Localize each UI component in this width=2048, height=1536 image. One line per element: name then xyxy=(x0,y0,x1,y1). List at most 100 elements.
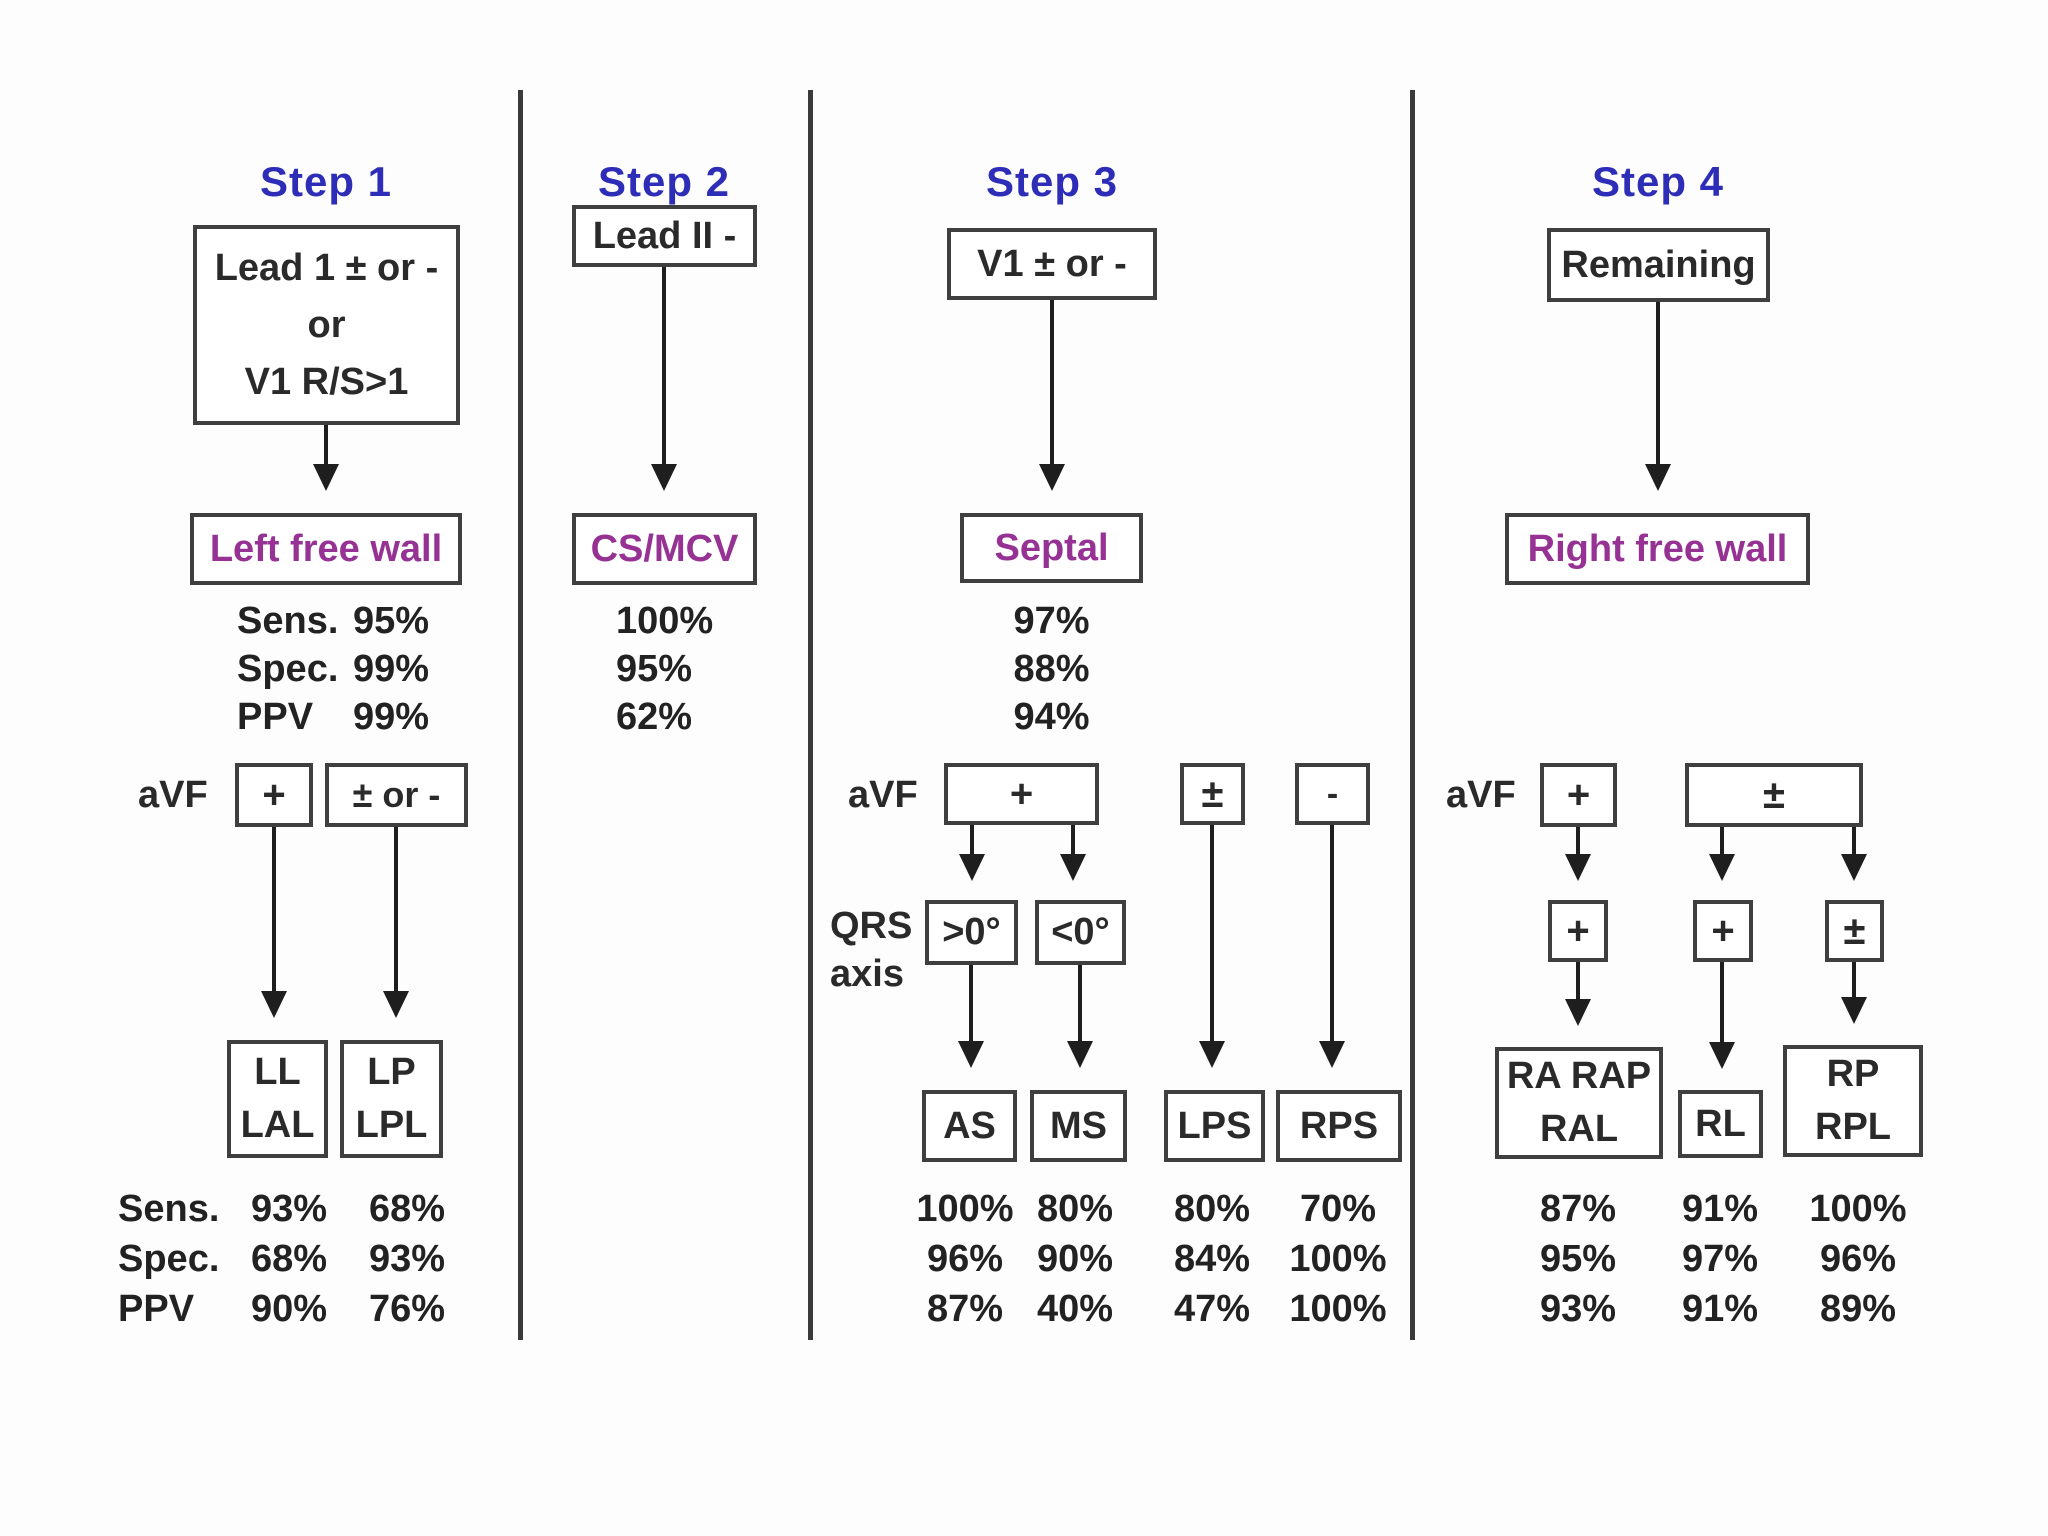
step2-region-box: CS/MCV xyxy=(572,513,757,585)
step1-outcome-box-ll-lal: LL LAL xyxy=(227,1040,328,1158)
arrow xyxy=(394,827,398,1006)
stat-value: 91% xyxy=(1681,1188,1759,1230)
stat-label: Sens. xyxy=(237,600,339,642)
stat-label: Sens. xyxy=(118,1188,220,1230)
step3-avf-label: aVF xyxy=(848,774,918,816)
step3-outcome-stats-lps: 80% 84% 47% xyxy=(1147,1188,1277,1338)
stat-value: 95% xyxy=(616,648,693,690)
step2-header: Step 2 xyxy=(597,158,731,205)
step4-criteria-box: Remaining xyxy=(1547,228,1770,302)
arrow xyxy=(1071,825,1075,869)
stat-value: 70% xyxy=(1299,1188,1377,1230)
stat-row: 95% xyxy=(616,648,713,696)
stat-value: 87% xyxy=(926,1288,1004,1330)
stat-value: 100% xyxy=(616,600,714,642)
stat-value: 47% xyxy=(1173,1288,1251,1330)
stat-value: 100% xyxy=(916,1188,1014,1230)
step3-outcome-box-lps: LPS xyxy=(1164,1090,1265,1162)
step3-region-box: Septal xyxy=(960,513,1143,583)
step3-outcome-stats-as: 100% 96% 87% xyxy=(900,1188,1030,1338)
stat-value: 95% xyxy=(353,600,430,642)
stat-value: 96% xyxy=(926,1238,1004,1280)
step1-avf-plus-box: + xyxy=(235,763,313,827)
step1-criteria-box: Lead 1 ± or - or V1 R/S>1 xyxy=(193,225,460,425)
stat-value: 90% xyxy=(1036,1238,1114,1280)
step3-header: Step 3 xyxy=(985,158,1119,205)
step3-outcome-box-ms: MS xyxy=(1030,1090,1127,1162)
step1-avf-label: aVF xyxy=(138,774,208,816)
stat-value: 62% xyxy=(616,696,693,738)
stat-row: 88% xyxy=(960,648,1143,696)
arrow xyxy=(1330,825,1334,1056)
stat-value: 76% xyxy=(368,1288,446,1330)
stat-value: 88% xyxy=(1013,648,1090,690)
step3-outcome-box-as: AS xyxy=(922,1090,1017,1162)
step3-qrs-axis-label: QRS axis xyxy=(830,905,913,995)
arrow xyxy=(1720,962,1724,1057)
stat-value: 96% xyxy=(1819,1238,1897,1280)
stat-value: 94% xyxy=(1013,696,1090,738)
step1-outcome-stats: Sens. 93% 68% Spec. 68% 93% PPV 90% 76% xyxy=(118,1188,466,1338)
step3-outcome-stats-ms: 80% 90% 40% xyxy=(1010,1188,1140,1338)
step3-outcome-stats-rps: 70% 100% 100% xyxy=(1268,1188,1408,1338)
stat-value: 99% xyxy=(353,648,430,690)
stat-value: 100% xyxy=(1289,1288,1387,1330)
arrow xyxy=(969,965,973,1056)
stat-value: 93% xyxy=(250,1188,328,1230)
arrow xyxy=(1576,962,1580,1014)
step4-mid-plus-box-2: + xyxy=(1693,900,1753,962)
arrow xyxy=(1656,302,1660,479)
arrow xyxy=(970,825,974,869)
stat-value: 91% xyxy=(1681,1288,1759,1330)
step3-qrs-pos-box: >0° xyxy=(925,900,1018,965)
step4-outcome-stats-rp: 100% 96% 89% xyxy=(1788,1188,1928,1338)
step3-avf-pm-box: ± xyxy=(1180,763,1245,825)
stat-label: PPV xyxy=(118,1288,195,1330)
stat-value: 84% xyxy=(1173,1238,1251,1280)
stat-row: Spec. 68% 93% xyxy=(118,1238,466,1288)
step3-outcome-box-rps: RPS xyxy=(1276,1090,1402,1162)
step1-outcome-box-lp-lpl: LP LPL xyxy=(340,1040,443,1158)
stat-value: 97% xyxy=(1681,1238,1759,1280)
step4-outcome-box-ra-rap-ral: RA RAP RAL xyxy=(1495,1047,1663,1159)
step4-avf-pm-box: ± xyxy=(1685,763,1863,827)
column-divider-1 xyxy=(518,90,523,1340)
step3-avf-plus-box: + xyxy=(944,763,1099,825)
arrow xyxy=(324,425,328,479)
stat-value: 100% xyxy=(1289,1238,1387,1280)
stat-value: 40% xyxy=(1036,1288,1114,1330)
stat-row: 97% xyxy=(960,600,1143,648)
stat-value: 97% xyxy=(1013,600,1090,642)
step1-region-box: Left free wall xyxy=(190,513,462,585)
stat-label: Spec. xyxy=(237,648,339,690)
stat-row: 94% xyxy=(960,696,1143,744)
stat-row: PPV 90% 76% xyxy=(118,1288,466,1338)
stat-value: 89% xyxy=(1819,1288,1897,1330)
stat-value: 95% xyxy=(1539,1238,1617,1280)
step4-mid-plus-box-1: + xyxy=(1548,900,1608,962)
stat-row: Spec. 99% xyxy=(237,648,429,696)
stat-value: 100% xyxy=(1809,1188,1907,1230)
stat-row: Sens. 93% 68% xyxy=(118,1188,466,1238)
step4-mid-pm-box: ± xyxy=(1825,900,1884,962)
step3-region-stats: 97% 88% 94% xyxy=(960,600,1143,744)
step3-criteria-box: V1 ± or - xyxy=(947,228,1157,300)
step1-avf-pm-box: ± or - xyxy=(325,763,468,827)
step4-avf-plus-box: + xyxy=(1540,763,1617,827)
arrow xyxy=(662,267,666,479)
arrow xyxy=(1576,827,1580,869)
arrow xyxy=(1050,300,1054,479)
stat-value: 90% xyxy=(250,1288,328,1330)
step4-region-box: Right free wall xyxy=(1505,513,1810,585)
arrow xyxy=(1210,825,1214,1056)
step4-outcome-box-rl: RL xyxy=(1678,1090,1763,1158)
stat-value: 68% xyxy=(368,1188,446,1230)
stat-value: 93% xyxy=(368,1238,446,1280)
arrow xyxy=(1720,827,1724,869)
step4-outcome-stats-rl: 91% 97% 91% xyxy=(1650,1188,1790,1338)
step3-avf-minus-box: - xyxy=(1295,763,1370,825)
arrow xyxy=(1852,827,1856,869)
stat-value: 68% xyxy=(250,1238,328,1280)
